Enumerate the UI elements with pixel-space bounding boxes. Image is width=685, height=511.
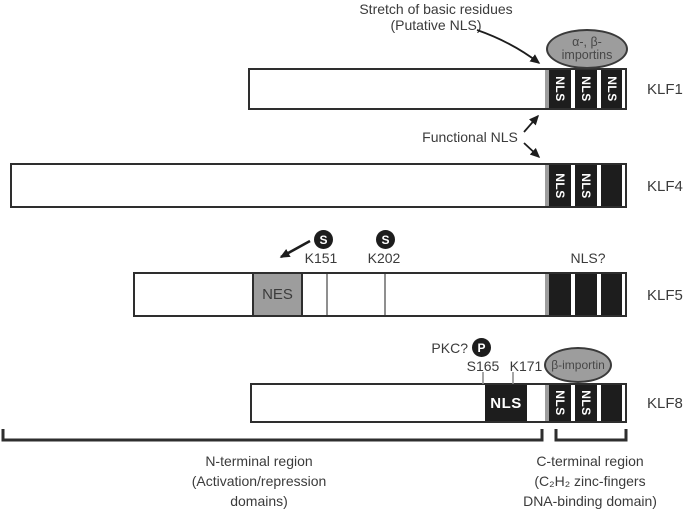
c-terminal-line1: C-terminal region (536, 453, 644, 469)
klf4-protein-bar (10, 163, 627, 208)
klf1-nls-box-3-label: NLS (604, 76, 619, 102)
klf8-pkc-question-label: PKC? (431, 340, 468, 356)
klf8-gray-sliver (545, 385, 549, 421)
s-badge-letter: S (319, 232, 328, 247)
klf4-nls-box-2: NLS (575, 165, 597, 206)
functional-nls-arrow-up (523, 114, 539, 133)
putative-nls-annotation: Stretch of basic residues (Putative NLS) (330, 1, 542, 33)
klf5-residue-k202: K202 (367, 250, 401, 266)
klf5-zinc-box-2 (575, 274, 597, 315)
c-terminal-line2: (C₂H₂ zinc-fingers (534, 473, 646, 489)
importins-ellipse: α-, β- importins (546, 29, 628, 69)
putative-nls-arrow (476, 29, 541, 64)
klf1-nls-box-2-label: NLS (579, 76, 593, 102)
klf1-nls-box-3: NLS (601, 70, 622, 108)
functional-nls-annotation: Functional NLS (422, 129, 518, 145)
klf1-nls-box-1-label: NLS (553, 76, 567, 102)
klf8-residue-k171: K171 (509, 358, 543, 374)
n-terminal-region-caption: N-terminal region (Activation/repression… (139, 451, 379, 511)
klf1-nls-box-1: NLS (549, 70, 571, 108)
klf5-k151-divider-line (326, 274, 328, 315)
klf1-nls-box-2: NLS (575, 70, 597, 108)
n-terminal-line1: N-terminal region (205, 453, 313, 469)
klf4-gray-sliver (545, 165, 549, 206)
klf5-phospho-s-badge-2: S (376, 230, 395, 249)
s-badge-letter: S (381, 232, 390, 247)
c-terminal-region-caption: C-terminal region (C₂H₂ zinc-fingers DNA… (488, 451, 685, 511)
klf8-nls-domain: NLS (485, 385, 527, 421)
klf4-nls-box-1-label: NLS (553, 172, 567, 199)
n-terminal-bracket (1, 429, 544, 442)
importins-line1: α-, β- (572, 35, 602, 49)
functional-nls-arrow-down (523, 142, 541, 159)
klf4-zinc-box-3 (601, 165, 622, 206)
klf8-phospho-p-badge: P (472, 338, 491, 357)
klf5-label: KLF5 (647, 287, 683, 304)
klf5-nes-domain: NES (252, 272, 303, 317)
klf5-zinc-box-1 (549, 274, 571, 315)
klf5-residue-k151: K151 (304, 250, 338, 266)
putative-nls-line1: Stretch of basic residues (359, 1, 513, 17)
klf8-nls-box-2: NLS (575, 385, 597, 421)
klf8-label: KLF8 (647, 395, 683, 412)
c-terminal-line3: DNA-binding domain) (523, 493, 657, 509)
klf5-nls-question-label: NLS? (570, 250, 606, 266)
p-badge-letter: P (477, 340, 486, 355)
n-terminal-line2: (Activation/repression (191, 473, 327, 489)
klf8-nls-box-1-label: NLS (553, 390, 567, 416)
c-terminal-bracket (554, 429, 628, 442)
klf5-zinc-box-3 (601, 274, 622, 315)
beta-importin-label: β-importin (551, 358, 605, 372)
klf8-nls-box-2-label: NLS (579, 390, 593, 416)
klf4-nls-box-2-label: NLS (579, 172, 593, 199)
klf5-phospho-s-badge-1: S (314, 230, 333, 249)
klf5-k202-divider-line (384, 274, 386, 315)
klf5-protein-bar (133, 272, 627, 317)
putative-nls-line2: (Putative NLS) (390, 17, 482, 33)
klf8-nls-box-1: NLS (549, 385, 571, 421)
klf1-gray-sliver (545, 70, 549, 108)
n-terminal-line3: domains) (230, 493, 288, 509)
klf8-zinc-box-3 (601, 385, 622, 421)
klf8-nls-domain-label: NLS (490, 394, 522, 412)
nes-domain-label: NES (262, 286, 293, 303)
beta-importin-ellipse: β-importin (544, 347, 612, 383)
importins-line2: importins (561, 48, 613, 62)
klf5-gray-sliver (545, 274, 549, 315)
klf4-label: KLF4 (647, 178, 683, 195)
klf8-residue-s165: S165 (466, 358, 500, 374)
klf1-label: KLF1 (647, 81, 683, 98)
klf4-nls-box-1: NLS (549, 165, 571, 206)
